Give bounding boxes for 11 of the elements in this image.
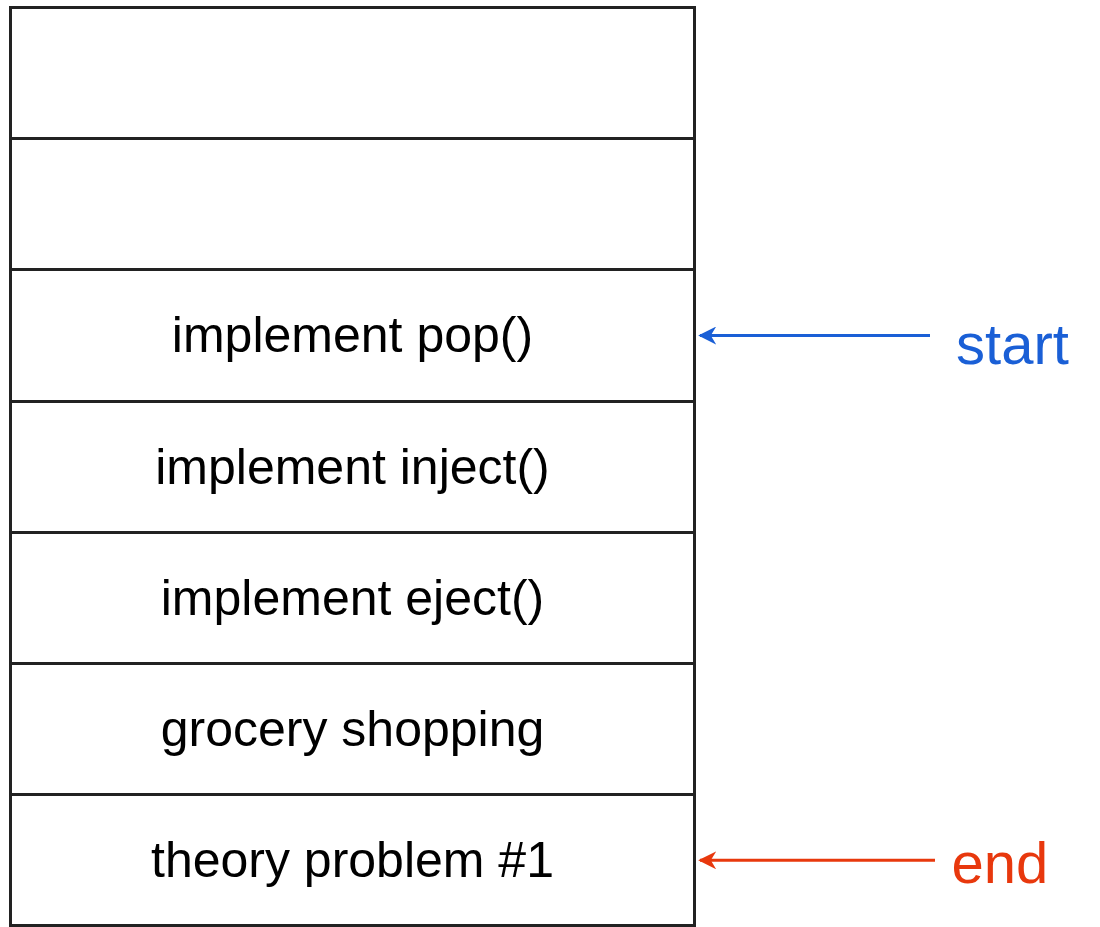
pointer-label: start: [956, 309, 1069, 377]
cell-label: grocery shopping: [160, 700, 545, 759]
cell-label: implement eject(): [160, 568, 545, 627]
stack-cell: [9, 793, 696, 927]
arrow: [698, 326, 930, 345]
cell-label: implement pop(): [171, 306, 534, 365]
stack-cell: [9, 268, 696, 403]
pointer-label: end: [951, 828, 1049, 896]
cell-label: theory problem #1: [151, 831, 554, 890]
arrow: [698, 851, 935, 870]
cell-label: implement inject(): [155, 437, 550, 496]
